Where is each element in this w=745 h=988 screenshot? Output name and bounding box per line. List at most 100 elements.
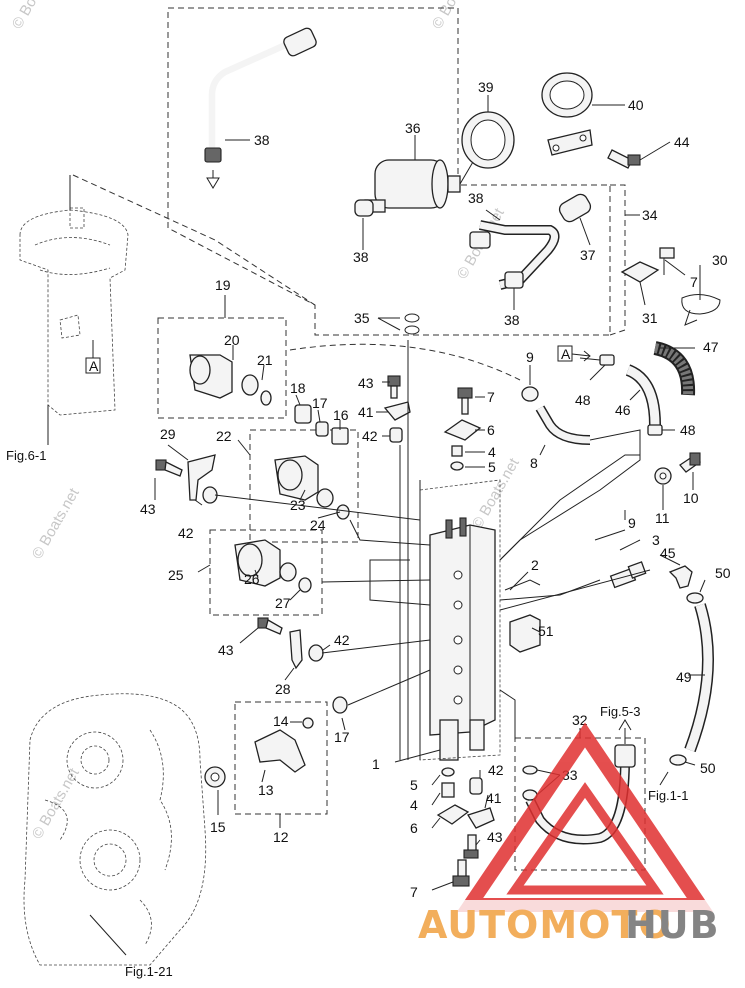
label-50: 50 — [700, 760, 716, 776]
label-21: 21 — [257, 352, 273, 368]
label-9: 9 — [526, 349, 534, 365]
label-7: 7 — [487, 389, 495, 405]
part-35-washers — [404, 313, 420, 335]
part-24-oring — [316, 488, 350, 520]
label-7: 7 — [690, 274, 698, 290]
label-49: 49 — [676, 669, 692, 685]
logo-text-hub: HUB — [625, 903, 720, 947]
label-25: 25 — [168, 567, 184, 583]
part-42-grommet-lower — [469, 777, 483, 795]
logo-text-automoto: AUTOMOTO — [418, 903, 672, 947]
part-7-bolt-upper — [457, 387, 473, 415]
part-46-hose — [625, 364, 661, 426]
label-13: 13 — [258, 782, 274, 798]
label-9: 9 — [628, 515, 636, 531]
label-16: 16 — [333, 407, 349, 423]
label-20: 20 — [224, 332, 240, 348]
part-39-ring — [461, 111, 515, 169]
part-27-oring — [279, 562, 312, 593]
fig-ref-1-1: Fig.1-1 — [648, 788, 688, 803]
part-11-washer — [654, 467, 672, 485]
label-42: 42 — [334, 632, 350, 648]
part-15-washer — [204, 766, 226, 788]
part-51-bracket — [509, 614, 541, 653]
label-51: 51 — [538, 623, 554, 639]
label-32: 32 — [572, 712, 588, 728]
label-44: 44 — [674, 134, 690, 150]
label-23: 23 — [290, 497, 306, 513]
part-23-regulator — [274, 455, 319, 501]
part-16-fitting — [331, 427, 349, 445]
part-41-bracket-lower — [467, 807, 495, 829]
label-19: 19 — [215, 277, 231, 293]
label-10: 10 — [683, 490, 699, 506]
part-45-elbow — [668, 565, 693, 589]
label-48: 48 — [680, 422, 696, 438]
watermark-text: © Boats.net — [9, 0, 63, 32]
marker-a-text: A — [561, 346, 571, 362]
watermark-text: © Boats.net — [429, 0, 483, 32]
part-3-fitting — [609, 561, 647, 589]
part-36-fuel-filter — [364, 149, 481, 213]
part-50-clamps — [669, 592, 704, 766]
watermark-text: © Boats.net — [29, 485, 83, 562]
label-7: 7 — [410, 884, 418, 900]
label-5: 5 — [488, 459, 496, 475]
part-30-clamp — [681, 294, 721, 326]
part-28-bracket — [289, 629, 303, 670]
part-41-bracket-upper — [383, 401, 411, 421]
cylinder-block-lower-left — [23, 693, 207, 966]
part-44-bolt — [607, 149, 641, 169]
label-43: 43 — [218, 642, 234, 658]
label-17: 17 — [334, 729, 350, 745]
part-43-bolt-mid — [257, 617, 283, 635]
label-12: 12 — [273, 829, 289, 845]
part-20-regulator — [189, 354, 233, 399]
part-10-fitting — [679, 452, 701, 473]
part-4-fitting-lower — [441, 782, 455, 798]
label-31: 31 — [642, 310, 658, 326]
fig-ref-6-1: Fig.6-1 — [6, 448, 46, 463]
part-38-clamp-left — [354, 199, 374, 217]
part-26-regulator — [234, 539, 281, 587]
marker-a-text: A — [89, 358, 99, 374]
label-34: 34 — [642, 207, 658, 223]
dashed-group-outlines — [72, 7, 646, 871]
filter-assembly-left — [19, 207, 129, 445]
label-37: 37 — [580, 247, 596, 263]
label-41: 41 — [486, 790, 502, 806]
label-46: 46 — [615, 402, 631, 418]
label-38: 38 — [353, 249, 369, 265]
label-47: 47 — [703, 339, 719, 355]
reference-marker-a-left: A — [85, 340, 101, 374]
label-8: 8 — [530, 455, 538, 471]
label-6: 6 — [487, 422, 495, 438]
part-9-cap — [521, 386, 539, 402]
label-50: 50 — [715, 565, 731, 581]
part-33-washers — [522, 765, 538, 801]
part-17-fitting-lower — [332, 696, 348, 714]
part-2-fitting — [504, 579, 541, 591]
label-42: 42 — [362, 428, 378, 444]
part-42-grommet-upper — [389, 427, 403, 443]
part-21-oring — [241, 374, 272, 406]
label-15: 15 — [210, 819, 226, 835]
label-30: 30 — [712, 252, 728, 268]
label-38: 38 — [504, 312, 520, 328]
automotohub-logo: AUTOMOTO HUB — [410, 722, 740, 948]
label-17: 17 — [312, 395, 328, 411]
label-41: 41 — [358, 404, 374, 420]
part-43-bolt-upper — [387, 375, 401, 399]
part-17-fitting — [315, 421, 329, 437]
label-43: 43 — [487, 829, 503, 845]
part-number-labels: 38 36 39 40 44 38 38 34 37 38 35 30 7 31… — [140, 79, 731, 900]
label-43: 43 — [140, 501, 156, 517]
label-26: 26 — [244, 571, 260, 587]
fig-ref-5-3: Fig.5-3 — [600, 704, 640, 719]
label-5: 5 — [410, 777, 418, 793]
label-48: 48 — [575, 392, 591, 408]
part-7-bolt-lower — [452, 859, 470, 887]
label-27: 27 — [275, 595, 291, 611]
leader-lines — [69, 95, 706, 956]
part-47-hose — [653, 341, 696, 396]
